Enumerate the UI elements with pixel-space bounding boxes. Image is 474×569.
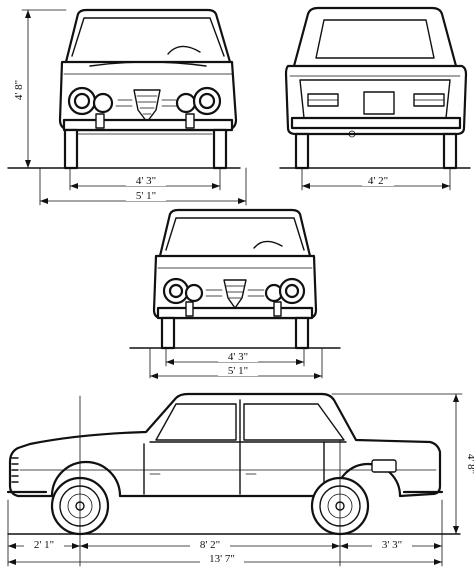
height-dimension-front: 4' 8" (13, 9, 67, 169)
front-view-top (7, 8, 241, 170)
side-length-dimensions: 2' 1" 8' 2" 3' 3" 13' 7" (7, 395, 443, 567)
wheelbase-label: 8' 2" (200, 539, 220, 551)
height-front-label: 4' 8" (13, 80, 25, 100)
overhang-front-label: 2' 1" (34, 539, 54, 551)
height-dimension-side: 4' 8" (331, 393, 474, 535)
track-front-mid-label: 4' 3" (228, 351, 248, 363)
rear-view (279, 6, 471, 170)
length-overall-label: 13' 7" (209, 553, 235, 565)
front-middle-dimensions: 4' 3" 5' 1" (149, 347, 323, 379)
width-front-top-label: 5' 1" (136, 190, 156, 202)
front-view-middle (129, 208, 341, 350)
track-front-top-label: 4' 3" (136, 175, 156, 187)
side-view (6, 392, 461, 536)
rear-track-dimension: 4' 2" (301, 167, 451, 191)
width-front-mid-label: 5' 1" (228, 365, 248, 377)
track-rear-label: 4' 2" (368, 175, 388, 187)
front-top-dimensions: 4' 3" 5' 1" (39, 167, 247, 206)
overhang-rear-label: 3' 3" (382, 539, 402, 551)
height-side-label: 4' 8" (465, 454, 474, 474)
